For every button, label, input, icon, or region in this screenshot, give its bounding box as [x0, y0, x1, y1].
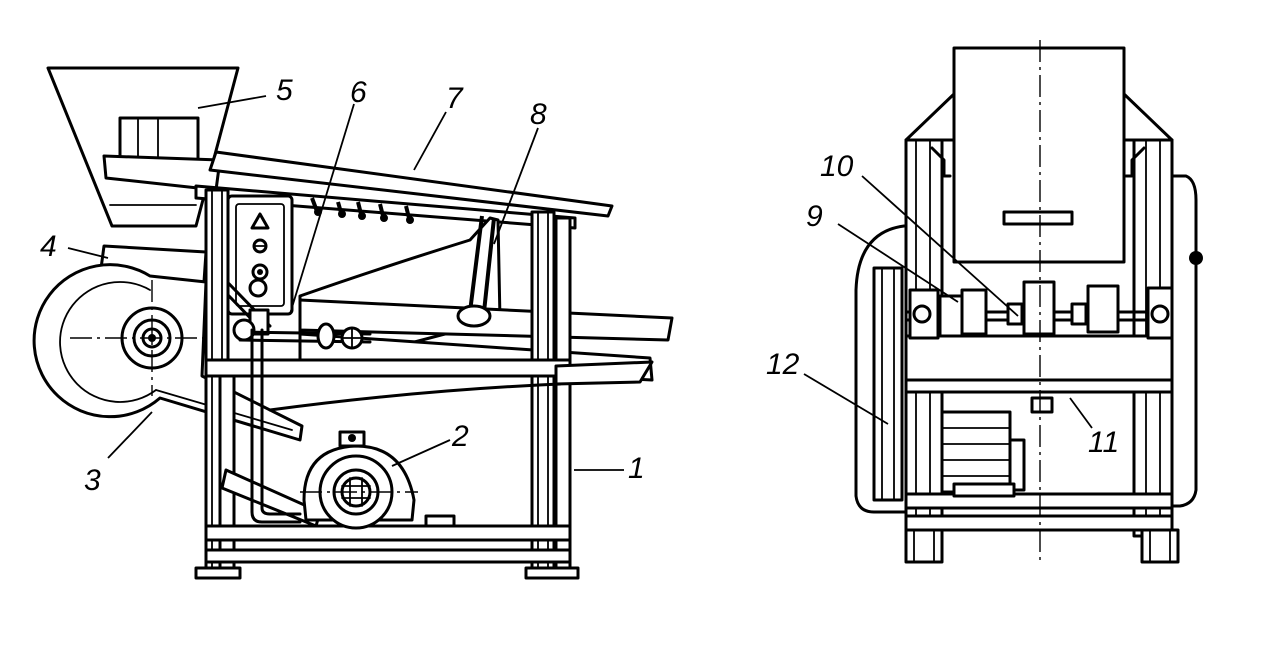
- side-view: 1 2 3 4 5 6 7 8: [32, 66, 674, 580]
- label-2: 2: [451, 420, 469, 453]
- label-8: 8: [530, 98, 547, 131]
- label-3: 3: [84, 464, 101, 497]
- front-shaft: [904, 280, 1174, 414]
- side-motor: [300, 430, 456, 530]
- label-5: 5: [276, 74, 293, 107]
- label-1: 1: [628, 452, 645, 485]
- label-11: 11: [1088, 426, 1119, 459]
- side-frame: [194, 188, 654, 580]
- label-10: 10: [820, 150, 854, 183]
- feeder-block: [118, 116, 200, 164]
- front-leaders: [803, 175, 1093, 429]
- front-view: 10 9 11 12: [766, 40, 1203, 564]
- front-hopper: [904, 46, 1174, 264]
- label-7: 7: [446, 82, 464, 115]
- front-motor: [940, 410, 1026, 498]
- side-leaders: [67, 95, 624, 471]
- label-9: 9: [806, 200, 823, 233]
- label-6: 6: [350, 76, 367, 109]
- drive-pulley: [70, 280, 212, 396]
- front-belt-cover: [854, 174, 1203, 514]
- label-4: 4: [40, 230, 57, 263]
- drain-pipe: [250, 328, 302, 524]
- rocker-arm: [456, 215, 496, 328]
- label-12: 12: [766, 348, 800, 381]
